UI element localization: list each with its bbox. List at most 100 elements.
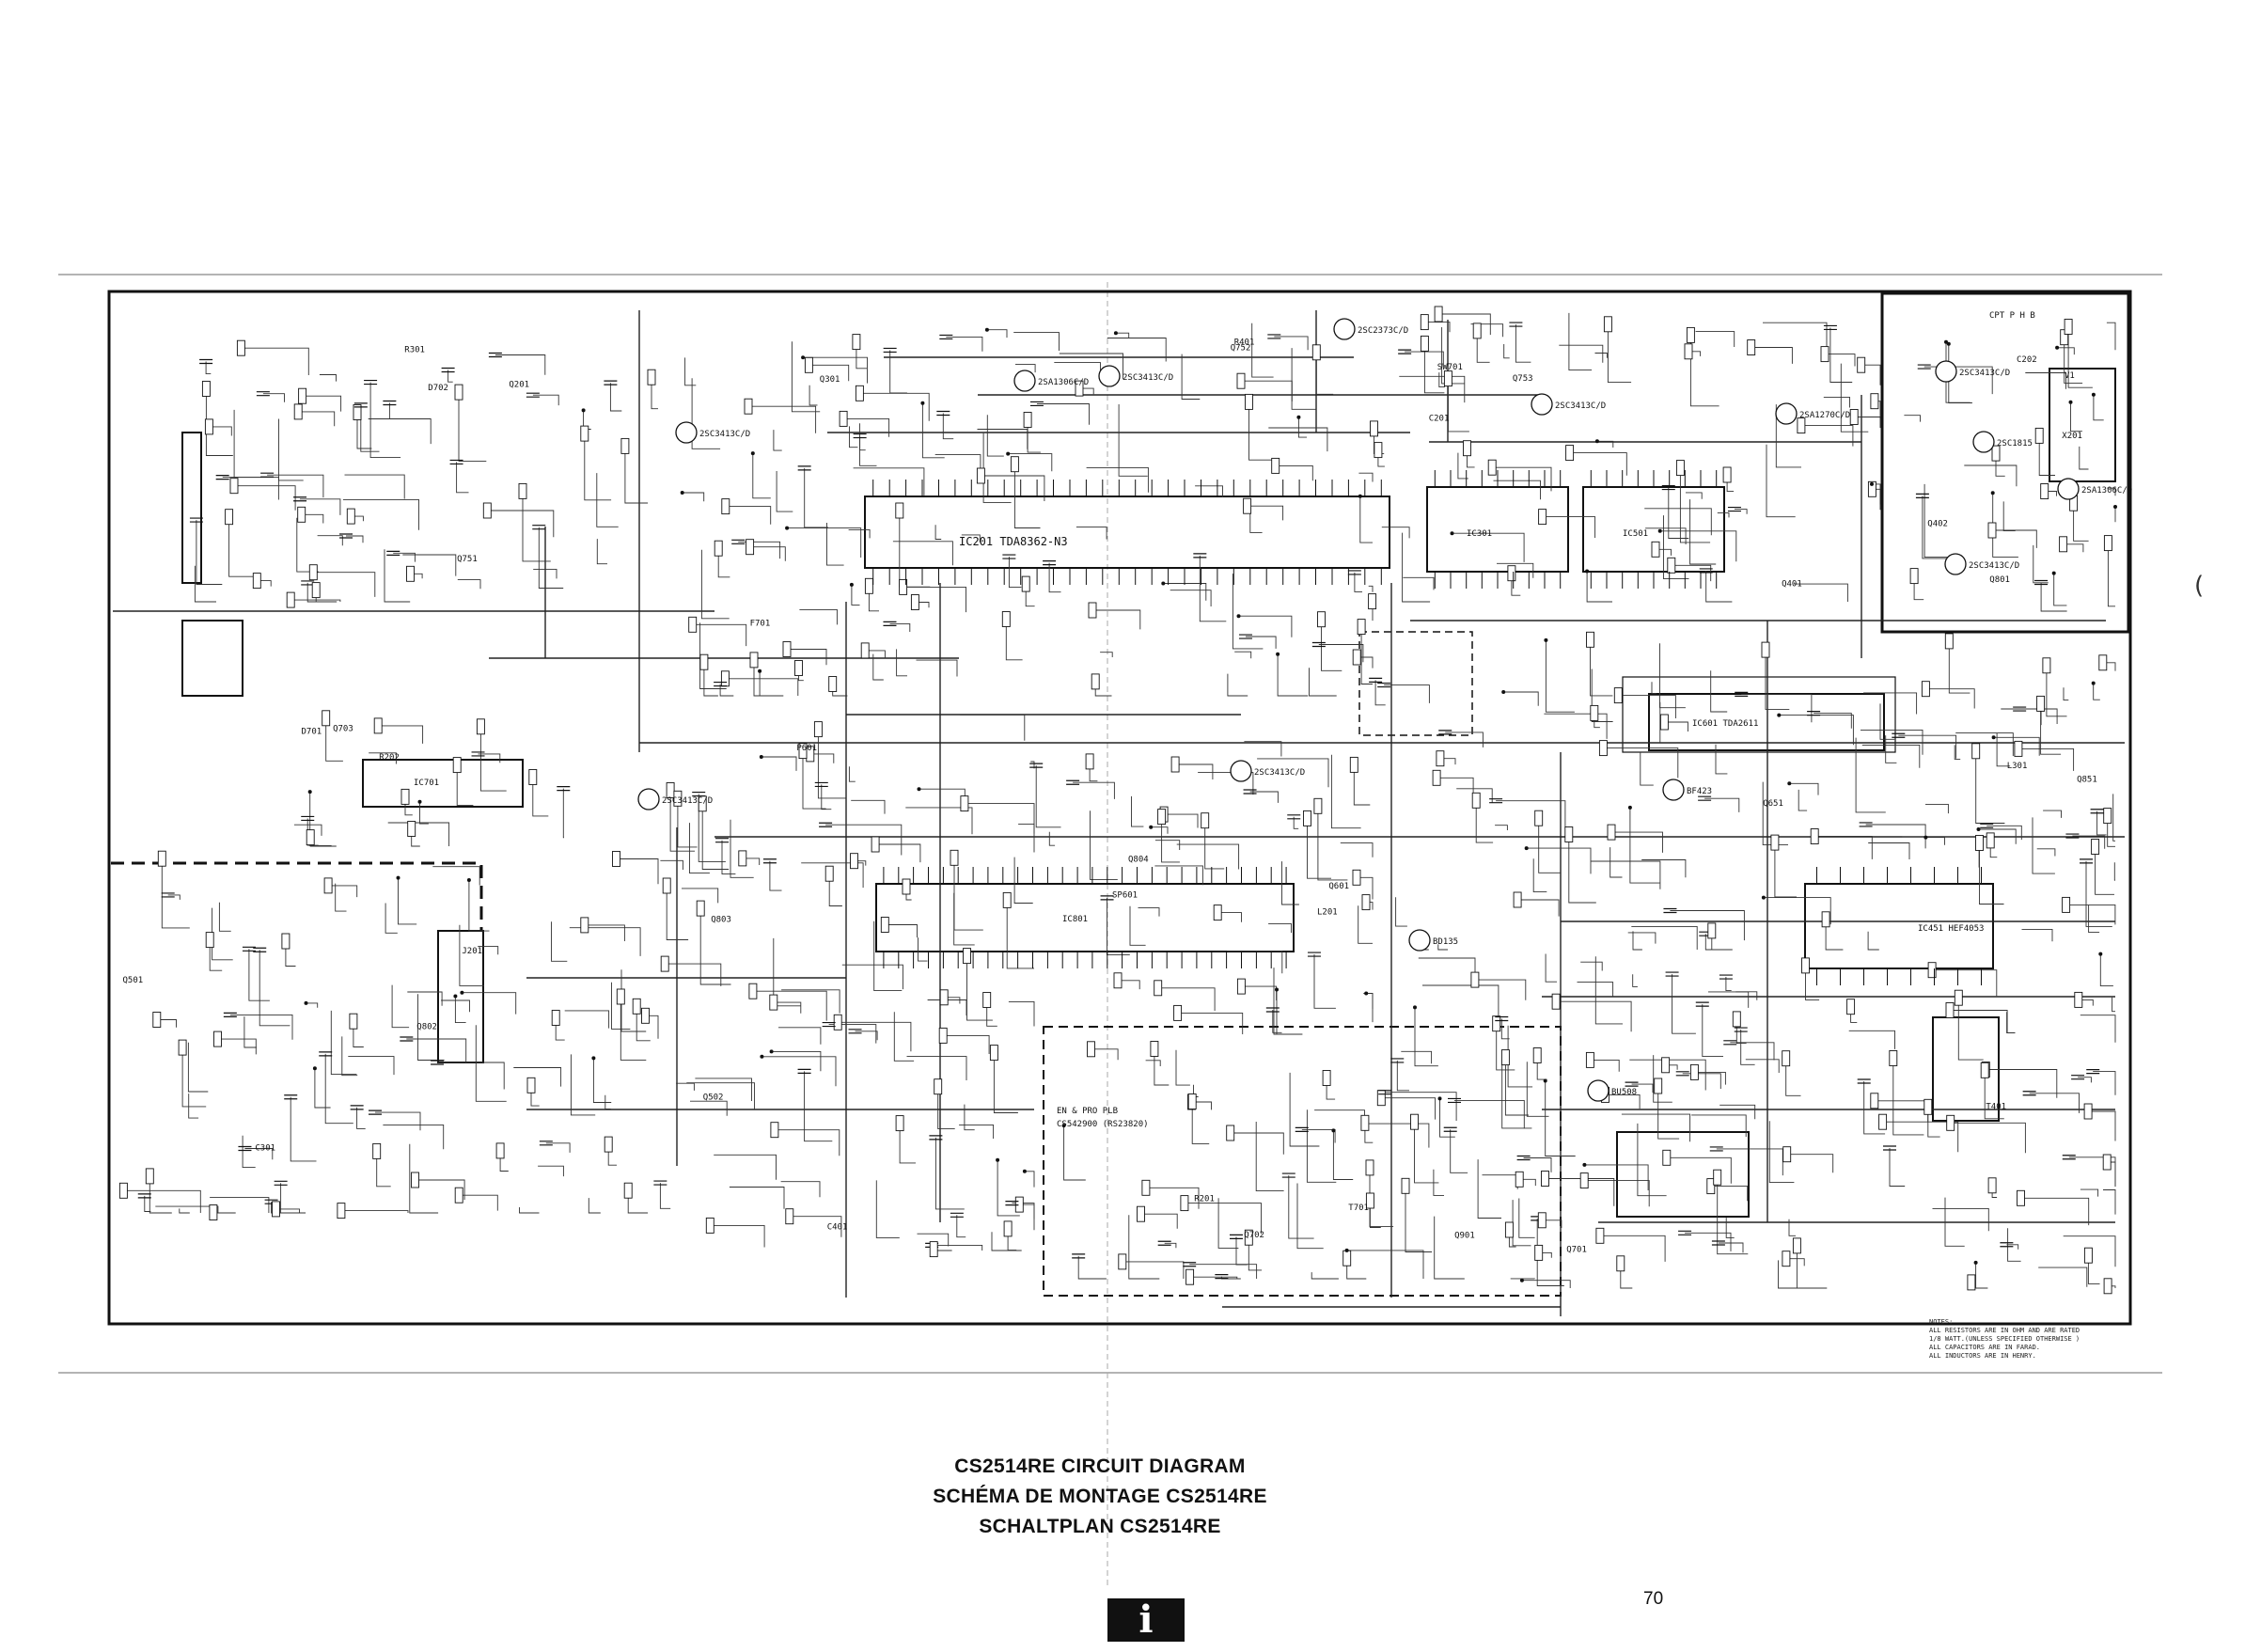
resistor-symbol	[1538, 509, 1547, 526]
capacitor-symbol	[1265, 1007, 1280, 1013]
capacitor-symbol	[2090, 809, 2104, 814]
transistor-symbol	[1013, 370, 1036, 392]
capacitor-symbol	[1665, 971, 1679, 977]
signal-wire	[1645, 527, 1687, 544]
transistor-label: 2SC3413C/D	[699, 430, 750, 439]
signal-wire	[853, 467, 925, 496]
capacitor-symbol	[256, 391, 270, 397]
signal-wire	[1450, 1129, 1468, 1173]
capacitor-symbol	[449, 459, 463, 465]
signal-wire	[522, 491, 551, 562]
signal-wire	[710, 1224, 765, 1248]
signal-wire	[179, 1208, 190, 1214]
signal-wire	[456, 764, 474, 806]
signal-wire	[1632, 974, 1638, 987]
signal-wire	[468, 880, 490, 932]
resistor-symbol	[804, 356, 813, 373]
signal-wire	[1925, 688, 1975, 709]
signal-wire	[759, 670, 784, 697]
signal-wire	[1073, 781, 1115, 799]
signal-wire	[1545, 639, 1575, 713]
junction-dot	[1543, 1078, 1547, 1083]
resistor-symbol	[1987, 522, 1997, 539]
signal-wire	[2020, 1197, 2090, 1226]
signal-wire	[899, 511, 931, 588]
capacitor-symbol	[853, 433, 867, 439]
crt-ref-label: V1	[2065, 371, 2075, 381]
signal-wire	[259, 950, 290, 1027]
resistor-symbol	[2036, 695, 2046, 712]
resistor-symbol	[1243, 497, 1252, 514]
signal-wire	[717, 548, 730, 578]
resistor-symbol	[1792, 1237, 1801, 1254]
signal-wire	[375, 1111, 421, 1131]
signal-wire	[302, 395, 342, 412]
resistor-symbol	[782, 641, 792, 657]
resistor-symbol	[1303, 810, 1311, 826]
capacitor-symbol	[1719, 974, 1733, 980]
junction-dot	[1236, 614, 1241, 619]
signal-wire	[1768, 1121, 1795, 1184]
capacitor-symbol	[539, 1141, 553, 1146]
signal-wire	[774, 1129, 840, 1156]
resistor-symbol	[1236, 372, 1246, 389]
resistor-symbol	[1420, 335, 1429, 352]
signal-wire	[285, 941, 296, 967]
signal-wire	[1762, 781, 1788, 846]
signal-wire	[986, 415, 1004, 457]
resistor-symbol	[929, 1241, 938, 1258]
signal-wire	[2113, 862, 2115, 881]
signal-wire	[1882, 1121, 1959, 1153]
capacitor-symbol	[293, 496, 307, 502]
junction-dot	[2055, 345, 2060, 350]
signal-wire	[2057, 347, 2075, 355]
resistor-symbol	[476, 718, 485, 735]
component-label: Q601	[1328, 882, 1349, 891]
signal-wire	[2103, 1189, 2116, 1215]
signal-wire	[1309, 668, 1337, 697]
signal-wire	[1503, 344, 1510, 359]
signal-wire	[335, 883, 347, 912]
resistor-symbol	[982, 992, 992, 1008]
resistor-symbol	[1507, 565, 1516, 582]
signal-wire	[419, 801, 429, 825]
signal-wire	[1422, 984, 1499, 1016]
signal-wire	[1992, 493, 2018, 558]
resistor-symbol	[205, 932, 214, 949]
signal-wire	[1131, 795, 1144, 827]
resistor-symbol	[1201, 812, 1210, 829]
signal-wire	[1814, 713, 1852, 729]
capacitor-symbol	[1390, 1058, 1405, 1063]
signal-wire	[1668, 487, 1689, 539]
resistor-symbol	[1801, 957, 1810, 974]
signal-wire	[1779, 715, 1854, 746]
signal-wire	[181, 1047, 207, 1108]
junction-dot	[1275, 987, 1279, 992]
signal-wire	[1293, 816, 1299, 829]
signal-wire	[155, 1205, 219, 1213]
signal-wire	[993, 1052, 1018, 1113]
transistor-label: 2SC2373C/D	[1358, 326, 1408, 336]
resistor-symbol	[2083, 1103, 2093, 1120]
transistor-label: 2SC3413C/D	[1254, 768, 1305, 778]
signal-wire	[699, 622, 727, 689]
capacitor-symbol	[2080, 858, 2094, 864]
capacitor-symbol	[2062, 1155, 2076, 1160]
signal-wire	[205, 361, 212, 375]
resistor-symbol	[1944, 633, 1954, 650]
resistor-symbol	[1551, 993, 1561, 1010]
resistor-symbol	[1504, 1221, 1514, 1238]
junction-dot	[396, 875, 400, 880]
signal-wire	[780, 1181, 821, 1198]
resistor-symbol	[721, 498, 730, 515]
signal-wire	[899, 1123, 916, 1164]
resistor-symbol	[1085, 753, 1094, 770]
transistor-label: 2SC3413C/D	[1959, 369, 2010, 378]
signal-wire	[1774, 842, 1797, 898]
capacitor-symbol	[1369, 677, 1383, 683]
signal-wire	[532, 777, 549, 817]
resistor-symbol	[1244, 1229, 1253, 1246]
capacitor-symbol	[339, 533, 353, 539]
component-label: J201	[462, 947, 482, 956]
signal-wire	[368, 418, 432, 445]
